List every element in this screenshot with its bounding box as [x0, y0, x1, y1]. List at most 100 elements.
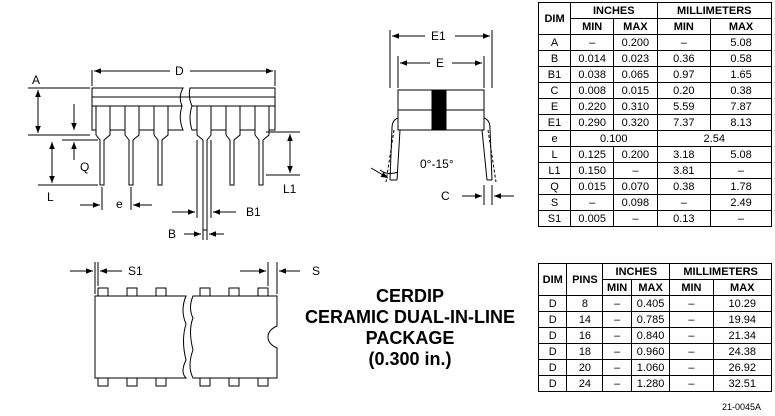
- cell-inch-min: –: [602, 295, 632, 312]
- cell-mm-min: 3.81: [656, 162, 712, 179]
- cell-dim: B1: [537, 66, 572, 83]
- end-view: [370, 30, 514, 205]
- cell-dim: B: [537, 50, 572, 67]
- col-inch-min: MIN: [570, 18, 615, 35]
- label-b: B: [168, 227, 176, 241]
- cell-inch-max: 0.320: [613, 114, 658, 131]
- cell-mm-max: 5.08: [710, 146, 772, 163]
- cell-mm-min: 5.59: [656, 98, 712, 115]
- cell-mm-max: 5.08: [710, 34, 772, 51]
- cell-mm-max: 32.51: [712, 375, 773, 392]
- cell-mm-min: –: [656, 34, 712, 51]
- cell-mm-min: 3.18: [656, 146, 712, 163]
- cell-pins: 24: [566, 375, 604, 392]
- cell-inch-max: 0.023: [613, 50, 658, 67]
- col-inches: INCHES: [570, 2, 658, 19]
- col-pins: PINS: [566, 263, 604, 296]
- cell-mm-max: –: [710, 162, 772, 179]
- col-mm-min: MIN: [669, 279, 714, 296]
- cell-dim: A: [537, 34, 572, 51]
- cell-mm-max: –: [710, 210, 772, 227]
- cell-inch-max: 0.840: [630, 327, 671, 344]
- cell-mm-max: 24.38: [712, 343, 773, 360]
- cell-mm-max: 21.34: [712, 327, 773, 344]
- cell-dim: D: [537, 359, 568, 376]
- cell-mm-min: –: [669, 359, 714, 376]
- col-inch-min: MIN: [602, 279, 632, 296]
- label-l: L: [47, 190, 54, 204]
- cell-pins: 20: [566, 359, 604, 376]
- col-mm-max: MAX: [710, 18, 772, 35]
- cell-inch-min: 0.005: [570, 210, 615, 227]
- cell-inch-max: 0.070: [613, 178, 658, 195]
- table-row: S–0.098–2.49: [537, 194, 772, 211]
- cell-mm-max: 0.38: [710, 82, 772, 99]
- cell-pins: 8: [566, 295, 604, 312]
- cell-dim: L: [537, 146, 572, 163]
- cell-dim: D: [537, 375, 568, 392]
- cell-mm-min: 0.36: [656, 50, 712, 67]
- cell-inch-value: 0.100: [570, 130, 658, 147]
- cell-mm-max: 0.58: [710, 50, 772, 67]
- cell-dim: D: [537, 343, 568, 360]
- cell-mm-min: 0.97: [656, 66, 712, 83]
- cell-inch-min: 0.008: [570, 82, 615, 99]
- title-line-2: CERAMIC DUAL-IN-LINE: [305, 307, 515, 327]
- label-s: S: [312, 264, 320, 278]
- cell-mm-max: 10.29: [712, 295, 773, 312]
- col-inch-max: MAX: [613, 18, 658, 35]
- cell-pins: 16: [566, 327, 604, 344]
- col-mm-max: MAX: [712, 279, 773, 296]
- cell-mm-min: –: [669, 375, 714, 392]
- label-q: Q: [80, 160, 89, 174]
- col-millimeters: MILLIMETERS: [656, 2, 772, 19]
- col-inches: INCHES: [602, 263, 671, 280]
- cell-mm-min: –: [669, 343, 714, 360]
- cell-mm-min: 7.37: [656, 114, 712, 131]
- dimension-table: DIM INCHES MILLIMETERS MIN MAX MIN MAX A…: [537, 2, 772, 227]
- cell-inch-min: 0.220: [570, 98, 615, 115]
- cell-mm-min: 0.20: [656, 82, 712, 99]
- document-number: 21-0045A: [722, 402, 762, 412]
- cell-dim: D: [537, 327, 568, 344]
- cell-mm-max: 1.65: [710, 66, 772, 83]
- cell-mm-max: 8.13: [710, 114, 772, 131]
- label-e: E: [436, 56, 444, 70]
- label-d: D: [175, 64, 184, 78]
- cell-pins: 14: [566, 311, 604, 328]
- col-dim: DIM: [537, 263, 568, 296]
- cell-inch-min: 0.014: [570, 50, 615, 67]
- label-e-pitch: e: [116, 197, 123, 211]
- cell-dim: D: [537, 311, 568, 328]
- cell-mm-min: 0.38: [656, 178, 712, 195]
- table-row: A–0.200–5.08: [537, 34, 772, 51]
- label-e1: E1: [431, 29, 446, 43]
- title-line-1: CERDIP: [375, 286, 444, 306]
- pin-count-table: DIM PINS INCHES MILLIMETERS MIN MAX MIN …: [537, 263, 773, 392]
- col-inch-max: MAX: [630, 279, 671, 296]
- cell-mm-min: –: [669, 327, 714, 344]
- cell-inch-max: 0.310: [613, 98, 658, 115]
- cell-dim: e: [537, 130, 572, 147]
- title-line-3: PACKAGE: [365, 328, 455, 348]
- cell-mm-value: 2.54: [656, 130, 772, 147]
- cell-inch-max: 0.405: [630, 295, 671, 312]
- cell-mm-max: 19.94: [712, 311, 773, 328]
- cell-inch-max: 1.060: [630, 359, 671, 376]
- cell-inch-min: 0.290: [570, 114, 615, 131]
- cell-inch-max: 1.280: [630, 375, 671, 392]
- cell-mm-min: –: [669, 295, 714, 312]
